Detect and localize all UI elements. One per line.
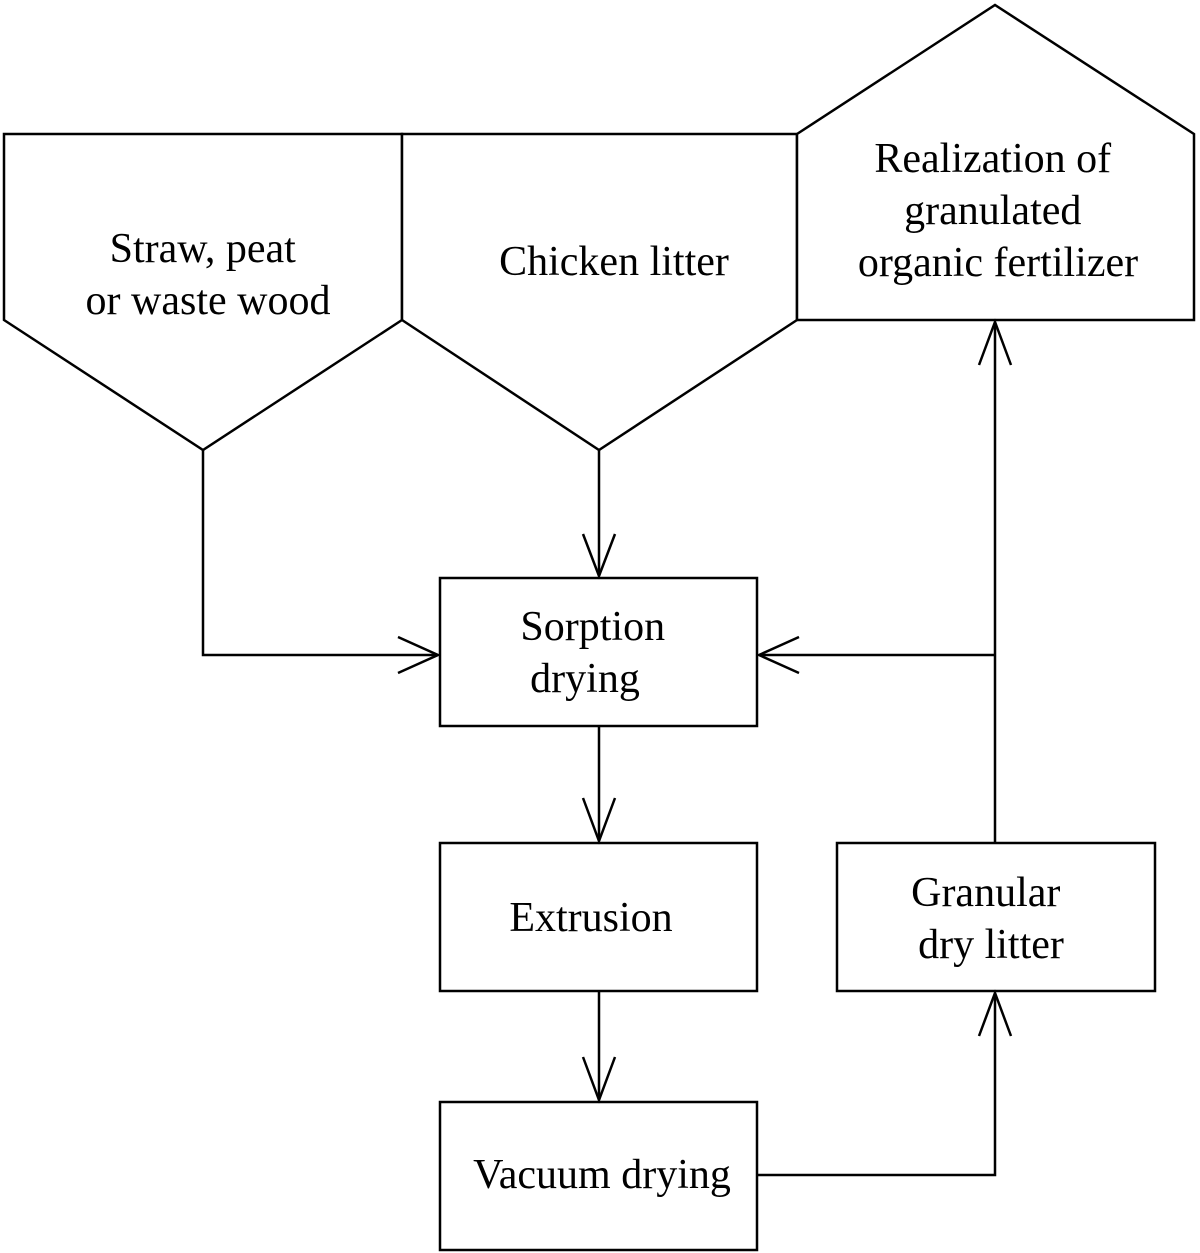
node-extrusion (438, 841, 759, 993)
arrowhead-extrusion-to-vacuum (581, 1056, 617, 1104)
node-sorption-drying (438, 576, 759, 728)
node-straw-peat-waste-wood (2, 132, 404, 452)
node-realization-fertilizer (795, 3, 1196, 322)
node-granular-dry-litter (835, 841, 1157, 993)
node-chicken-litter (400, 132, 799, 452)
arrowhead-granular-to-realization (977, 318, 1013, 366)
label-chicken-litter: Chicken litter (499, 239, 729, 285)
label-straw: Straw, peat or waste wood (86, 226, 331, 324)
label-sorption-drying: Sorption drying (520, 604, 675, 702)
label-granular-line-1: Granular (911, 870, 1060, 916)
label-chicken-line-1: Chicken litter (499, 239, 729, 285)
label-granular-dry-litter: Granular dry litter (911, 870, 1071, 968)
arrowhead-sorption-to-extrusion (581, 797, 617, 845)
label-realization-line-2: granulated (904, 188, 1081, 234)
arrowhead-straw-to-sorption (397, 635, 442, 675)
arrowhead-chicken-to-sorption (581, 533, 617, 580)
label-straw-line-2: or waste wood (86, 278, 331, 324)
edge-vacuum-to-granular (757, 993, 997, 1177)
label-sorption-line-2: drying (530, 656, 640, 702)
label-sorption-line-1: Sorption (520, 604, 665, 650)
label-extrusion-line-1: Extrusion (509, 895, 672, 941)
arrowhead-recycle-to-sorption (755, 635, 800, 675)
edge-straw-to-sorption (201, 450, 438, 657)
label-realization-line-3: organic fertilizer (858, 240, 1138, 286)
label-extrusion: Extrusion (509, 895, 672, 941)
label-realization: Realization of granulated organic fertil… (858, 136, 1138, 286)
label-granular-line-2: dry litter (918, 922, 1064, 968)
label-vacuum-line-1: Vacuum drying (473, 1152, 731, 1198)
label-straw-line-1: Straw, peat (110, 226, 297, 272)
arrowhead-vacuum-to-granular (977, 989, 1013, 1037)
label-vacuum-drying: Vacuum drying (473, 1152, 731, 1198)
label-realization-line-1: Realization of (874, 136, 1111, 182)
